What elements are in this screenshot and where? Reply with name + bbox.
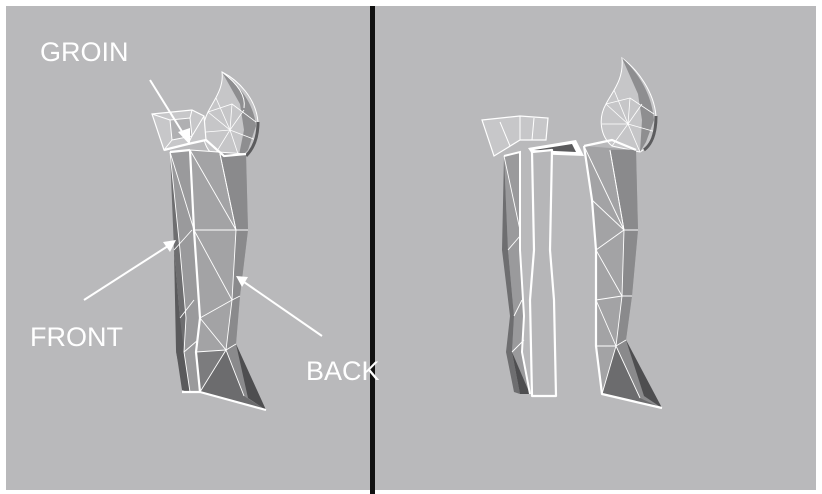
front-label: FRONT [30,322,123,352]
back-label: BACK [306,356,380,386]
groin-label: GROIN [40,37,129,67]
viewport-divider [370,6,375,494]
exploded-inner-seam-strip [530,150,556,396]
